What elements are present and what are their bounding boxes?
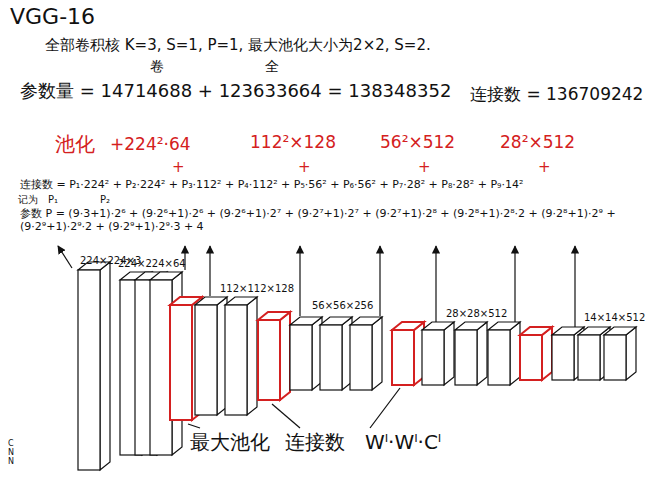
slab-front (488, 330, 510, 385)
annotation: 56×56×256 (312, 300, 373, 312)
red-annotation: 28²×512 (500, 132, 575, 152)
conv-slab (78, 262, 110, 470)
pool-slab (520, 327, 552, 380)
slab-front (150, 280, 172, 455)
annotation: 连接数 = P₁·224² + P₂·224² + P₃·112² + P₄·1… (20, 178, 523, 191)
slab-front (552, 335, 574, 380)
red-annotation: 112²×128 (250, 132, 336, 152)
slab-side (280, 312, 290, 400)
slab-front (320, 325, 342, 390)
annotation: 112×112×128 (220, 283, 294, 295)
slab-top (392, 322, 424, 330)
annotation: 28×28×512 (446, 308, 507, 320)
red-annotation: + (538, 158, 551, 176)
leader-line (188, 424, 200, 428)
annotation: 224×224×64 (118, 258, 186, 270)
annotation: 参数 P = (9·3+1)·2⁶ + (9·2⁶+1)·2⁶ + (9·2⁶+… (20, 207, 645, 233)
annotation: 全部卷积核 K=3, S=1, P=1, 最大池化大小为2×2, S=2. (45, 36, 431, 54)
slab-top (520, 327, 552, 335)
leader-arrow (299, 246, 300, 316)
leader-line (272, 404, 300, 428)
slab-side (477, 322, 487, 385)
slab-front (350, 325, 372, 390)
leader-arrow (58, 246, 72, 268)
slab-front (578, 335, 600, 380)
annotation: 连接数 = 136709242 (470, 84, 643, 104)
conv-slab (604, 327, 636, 380)
annotation: 14×14×512 (584, 312, 645, 324)
annotation: P₂ (100, 194, 110, 206)
slab-front (290, 325, 312, 390)
slab-top (422, 322, 454, 330)
slab-front (604, 335, 626, 380)
leader-arrow (209, 246, 210, 296)
red-annotation: + (418, 158, 431, 176)
annotation: 最大池化 (190, 430, 270, 454)
leader-arrow (514, 246, 515, 322)
annotation: 记为 (18, 194, 38, 206)
conv-slab (488, 322, 520, 385)
slab-side (247, 297, 257, 415)
slab-top (455, 322, 487, 330)
slab-top (320, 317, 352, 325)
slab-front (520, 335, 542, 380)
red-annotation: 池化 (55, 132, 95, 156)
slab-top (350, 317, 382, 325)
pool-slab (392, 322, 424, 385)
annotation: 卷 (150, 58, 164, 75)
conv-slab (290, 317, 322, 390)
slab-side (626, 327, 636, 380)
pool-slab (258, 312, 290, 400)
red-annotation: + (172, 158, 185, 176)
slab-top (150, 272, 182, 280)
slab-front (455, 330, 477, 385)
annotation: 参数量 = 14714688 + 123633664 = 138348352 (20, 80, 451, 102)
leader-line (370, 388, 400, 428)
leader-arrow (435, 246, 436, 322)
slab-side (444, 322, 454, 385)
slab-top (488, 322, 520, 330)
layer-slabs (78, 262, 636, 470)
slab-top (225, 297, 257, 305)
slab-side (372, 317, 382, 390)
slab-front (422, 330, 444, 385)
slab-front (258, 320, 280, 400)
slab-front (78, 270, 100, 470)
slab-front (195, 305, 217, 415)
title: VGG-16 (10, 4, 95, 30)
slab-front (225, 305, 247, 415)
conv-slab (422, 322, 454, 385)
slab-front (170, 305, 192, 420)
slab-side (510, 322, 520, 385)
slab-top (290, 317, 322, 325)
annotation: CNN (8, 440, 16, 466)
slab-top (258, 312, 290, 320)
conv-slab (350, 317, 382, 390)
annotation: 全 (265, 58, 279, 75)
red-annotation: 56²×512 (380, 132, 455, 152)
red-annotation: +224²·64 (110, 134, 191, 154)
annotation: Wˡ·Wˡ·Cˡ (365, 430, 441, 454)
conv-slab (455, 322, 487, 385)
slab-top (195, 297, 227, 305)
conv-slab (195, 297, 227, 415)
conv-slab (320, 317, 352, 390)
slab-front (392, 330, 414, 385)
red-annotation: + (298, 158, 311, 176)
slab-side (100, 262, 110, 470)
slab-top (604, 327, 636, 335)
leader-arrow (574, 246, 575, 327)
annotation: P₁ (48, 194, 58, 206)
conv-slab (225, 297, 257, 415)
annotation: 连接数 (285, 430, 345, 454)
leader-arrow (379, 246, 380, 316)
